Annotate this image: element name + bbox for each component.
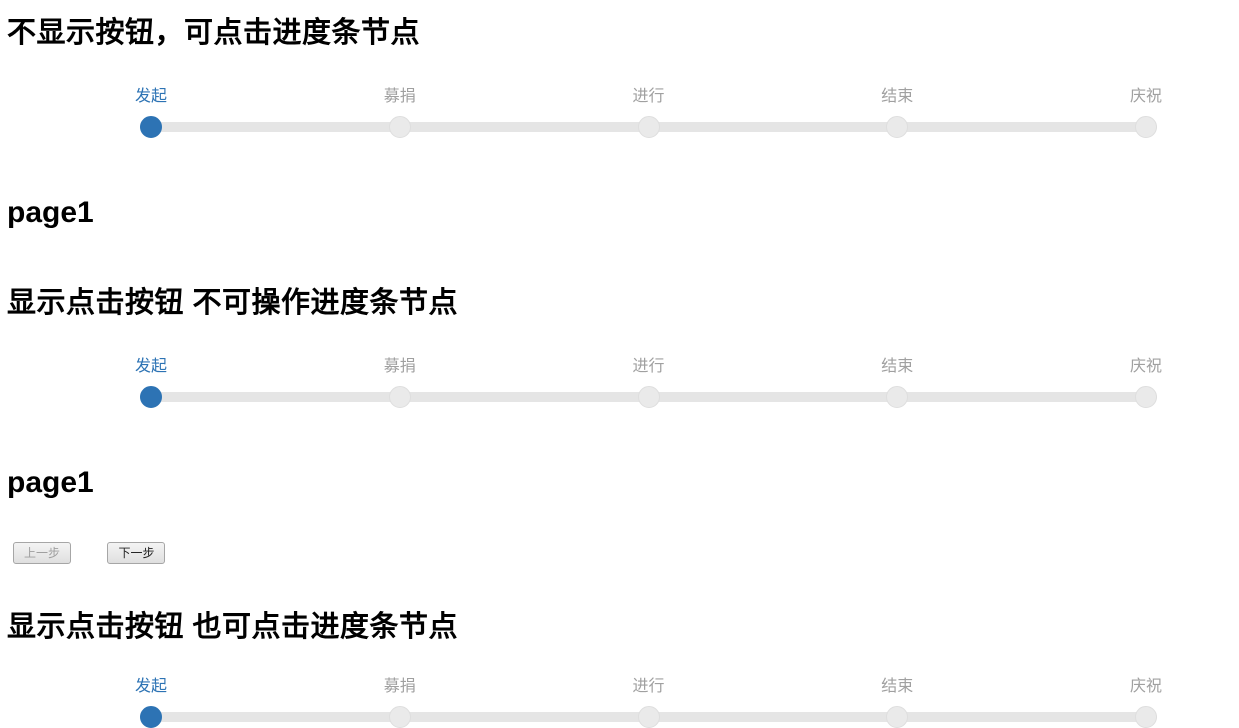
page-title: page1 [7, 196, 94, 229]
step-label[interactable]: 结束 [881, 88, 914, 105]
step-item-fundraise[interactable]: 募捐 [355, 678, 445, 728]
step-item-proceed: 进行 [604, 358, 694, 408]
section-heading-buttons-and-clickable-nodes: 显示点击按钮 也可点击进度条节点 [7, 611, 459, 643]
section-heading-buttons-locked-nodes: 显示点击按钮 不可操作进度条节点 [7, 287, 459, 319]
prev-step-button[interactable]: 上一步 [13, 542, 72, 564]
step-node-dot [886, 386, 909, 408]
step-item-proceed[interactable]: 进行 [604, 678, 694, 728]
step-item-initiate[interactable]: 发起 [106, 678, 196, 728]
step-item-fundraise[interactable]: 募捐 [355, 88, 445, 138]
step-node-dot [388, 386, 411, 408]
step-label: 发起 [134, 358, 167, 375]
step-node-dot [1135, 386, 1157, 408]
step-node-dot[interactable] [886, 116, 909, 138]
step-node-dot[interactable] [1135, 706, 1157, 728]
step-node-dot [140, 386, 162, 408]
step-item-celebrate[interactable]: 庆祝 [1101, 88, 1191, 138]
step-node-dot[interactable] [886, 706, 909, 728]
step-node-dot[interactable] [140, 116, 162, 138]
step-label[interactable]: 发起 [134, 678, 167, 695]
step-label[interactable]: 庆祝 [1129, 678, 1162, 695]
step-node-dot[interactable] [140, 706, 162, 728]
step-label[interactable]: 募捐 [383, 678, 416, 695]
step-label: 募捐 [383, 358, 416, 375]
step-label[interactable]: 庆祝 [1129, 88, 1162, 105]
steps-bar-clickable-with-buttons: 发起 募捐 进行 结束 庆祝 [135, 678, 1162, 728]
step-label[interactable]: 募捐 [383, 88, 416, 105]
step-label[interactable]: 进行 [632, 88, 665, 105]
step-item-celebrate[interactable]: 庆祝 [1101, 678, 1191, 728]
step-item-finish[interactable]: 结束 [852, 88, 942, 138]
step-item-celebrate: 庆祝 [1101, 358, 1191, 408]
page-title: page1 [7, 466, 94, 499]
next-step-button[interactable]: 下一步 [107, 542, 166, 564]
step-label: 庆祝 [1129, 358, 1162, 375]
steps-demo-page: 不显示按钮，可点击进度条节点 发起 募捐 进行 结束 庆祝 page1 显示点击… [0, 18, 1239, 728]
step-node-dot[interactable] [388, 116, 411, 138]
section-heading-no-buttons-clickable-nodes: 不显示按钮，可点击进度条节点 [7, 17, 421, 49]
step-node-dot[interactable] [1135, 116, 1157, 138]
step-label[interactable]: 发起 [134, 88, 167, 105]
step-item-finish[interactable]: 结束 [852, 678, 942, 728]
step-label[interactable]: 结束 [881, 678, 914, 695]
step-node-dot[interactable] [637, 706, 660, 728]
step-item-fundraise: 募捐 [355, 358, 445, 408]
steps-bar-locked: 发起 募捐 进行 结束 庆祝 [135, 358, 1162, 408]
step-label: 进行 [632, 358, 665, 375]
step-item-finish: 结束 [852, 358, 942, 408]
steps-bar-clickable: 发起 募捐 进行 结束 庆祝 [135, 88, 1162, 138]
step-node-dot [637, 386, 660, 408]
step-item-proceed[interactable]: 进行 [604, 88, 694, 138]
step-label[interactable]: 进行 [632, 678, 665, 695]
step-controls: 上一步 下一步 [13, 542, 1239, 564]
step-node-dot[interactable] [637, 116, 660, 138]
step-item-initiate: 发起 [106, 358, 196, 408]
step-node-dot[interactable] [388, 706, 411, 728]
step-label: 结束 [881, 358, 914, 375]
step-item-initiate[interactable]: 发起 [106, 88, 196, 138]
